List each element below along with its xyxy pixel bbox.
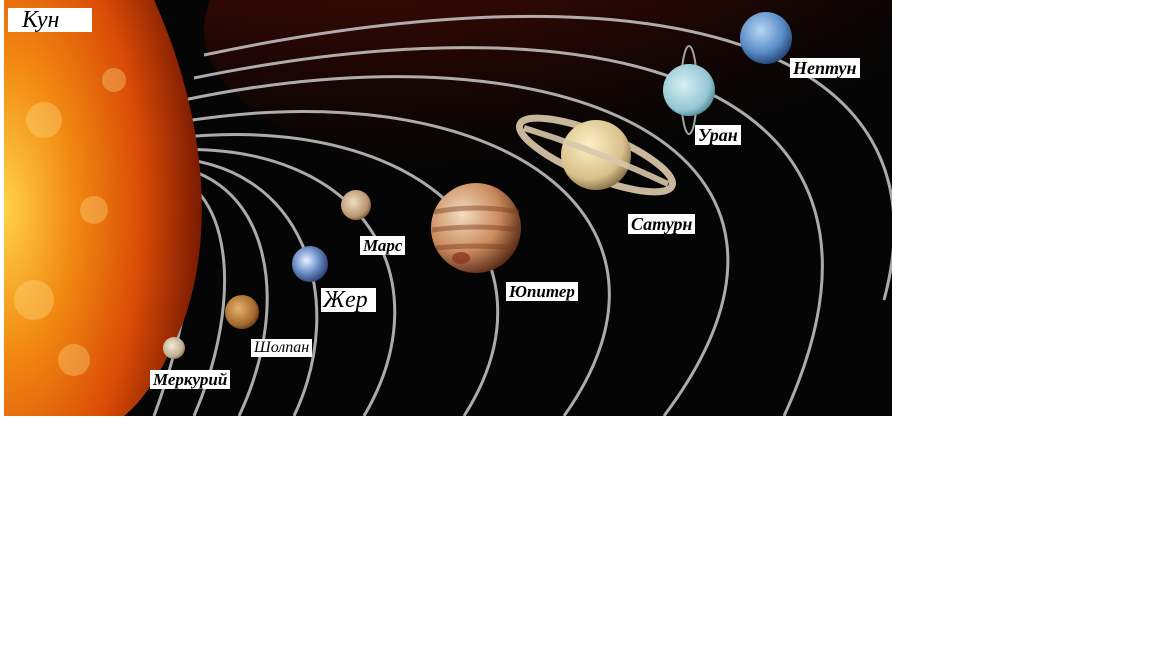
neptune-planet <box>740 12 792 64</box>
earth-planet <box>292 246 328 282</box>
venus-planet <box>225 295 259 329</box>
earth-label: Жер <box>321 288 376 312</box>
saturn-planet <box>516 114 676 196</box>
uranus-planet <box>663 45 715 135</box>
venus-label: Шолпан <box>251 339 313 357</box>
solar-system-image: Кун Меркурий Шолпан Жер Марс Юпитер Сату… <box>4 0 892 416</box>
mars-label: Марс <box>360 236 406 255</box>
jupiter-planet <box>431 183 521 273</box>
neptune-label: Нептун <box>790 58 860 78</box>
sun-label: Кун <box>8 8 92 32</box>
mars-planet <box>341 190 371 220</box>
saturn-label: Сатурн <box>628 214 696 234</box>
uranus-label: Уран <box>695 125 741 145</box>
solar-system-drawing <box>4 0 892 416</box>
jupiter-label: Юпитер <box>506 282 578 301</box>
mercury-planet <box>163 337 185 359</box>
mercury-label: Меркурий <box>150 370 231 389</box>
sun <box>4 0 202 416</box>
